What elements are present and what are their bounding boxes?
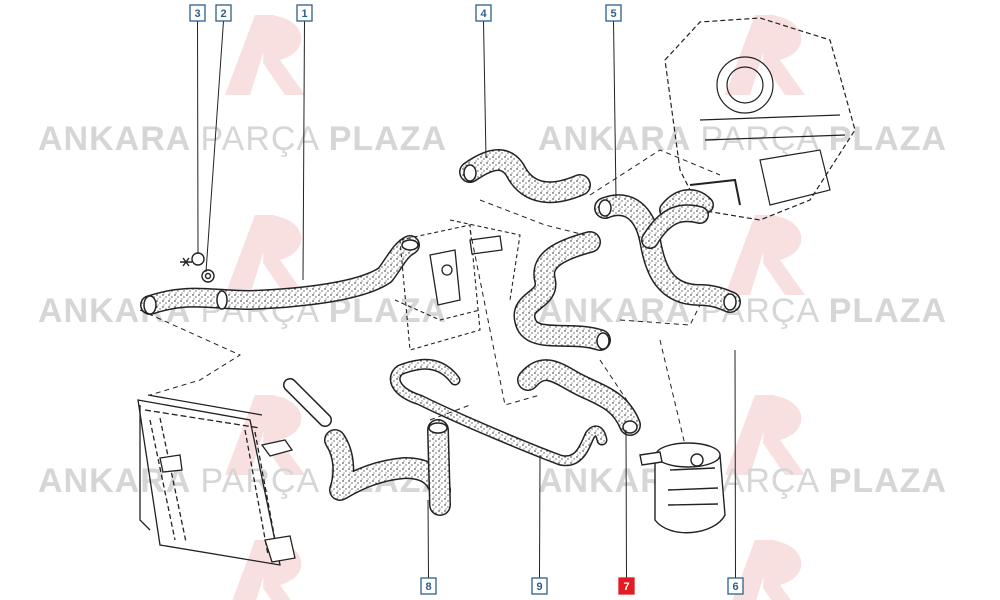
watermark-text-row: ANKARA PARÇA PLAZA — [538, 462, 947, 500]
watermark-word-2: PARÇA — [201, 120, 329, 158]
callout-label-3: 3 — [194, 8, 200, 20]
hose-part-5 — [594, 194, 741, 313]
thermostat-housing — [429, 235, 503, 306]
callout-leaders — [197, 20, 736, 579]
hose-part-9 — [389, 358, 608, 467]
watermark-logo-mark — [725, 215, 805, 295]
watermark-word-3: PLAZA — [829, 462, 947, 500]
watermark-logo-mark — [225, 15, 305, 95]
callout-label-5: 5 — [610, 8, 616, 20]
leader-line-1 — [302, 20, 305, 281]
expansion-tank — [639, 442, 726, 534]
leader-line-5 — [613, 20, 617, 199]
hose-part-4 — [459, 149, 591, 204]
watermark-word-1: ANKARA — [538, 120, 701, 158]
callout-7: 7 — [618, 577, 635, 595]
callout-3: 3 — [189, 4, 206, 22]
callout-5: 5 — [605, 4, 622, 22]
callout-2: 2 — [215, 4, 232, 22]
hose-part-7 — [517, 359, 641, 436]
screw-part-3 — [180, 252, 205, 267]
callout-label-2: 2 — [220, 8, 226, 20]
radiator — [137, 394, 296, 566]
engine-outline — [394, 219, 521, 351]
callout-label-9: 9 — [536, 581, 542, 593]
dashed-leaders — [139, 149, 721, 446]
heater-pipes — [641, 189, 714, 249]
watermark-word-3: PLAZA — [329, 120, 447, 158]
leader-line-6 — [734, 349, 736, 579]
watermark-text-row: ANKARA PARÇA PLAZA — [538, 292, 947, 330]
watermark-word-1: ANKARA — [38, 120, 201, 158]
callout-6: 6 — [727, 577, 744, 595]
callout-label-6: 6 — [732, 581, 738, 593]
callout-1: 1 — [296, 4, 313, 22]
hose-part-1 — [140, 235, 420, 315]
watermark-text-row: ANKARA PARÇA PLAZA — [38, 292, 447, 330]
callout-8: 8 — [420, 577, 437, 595]
leader-line-3 — [197, 20, 199, 255]
watermark-logos — [225, 15, 805, 600]
leader-line-9 — [539, 454, 541, 579]
watermark-word-3: PLAZA — [829, 120, 947, 158]
bypass-pipe — [283, 378, 332, 427]
watermark-logo-mark — [725, 15, 805, 95]
callout-9: 9 — [531, 577, 548, 595]
callout-labels: 1 2 3 4 5 6 7 8 9 — [189, 4, 744, 595]
callout-4: 4 — [475, 4, 492, 22]
callout-label-1: 1 — [301, 8, 307, 20]
leader-line-2 — [205, 20, 224, 273]
callout-label-7: 7 — [623, 581, 629, 593]
watermark-text-row: ANKARA PARÇA PLAZA — [38, 120, 447, 158]
clamp-part-2 — [201, 269, 215, 283]
hose-part-8 — [324, 419, 451, 516]
hose-part-6 — [513, 231, 611, 351]
watermark-logo-mark — [225, 215, 305, 295]
callout-label-4: 4 — [480, 8, 487, 20]
leader-line-8 — [427, 499, 429, 579]
watermark-logo-mark — [725, 395, 805, 475]
callout-label-8: 8 — [425, 581, 431, 593]
leader-line-7 — [625, 429, 627, 579]
watermark-word-3: PLAZA — [829, 292, 947, 330]
leader-line-4 — [483, 20, 487, 159]
